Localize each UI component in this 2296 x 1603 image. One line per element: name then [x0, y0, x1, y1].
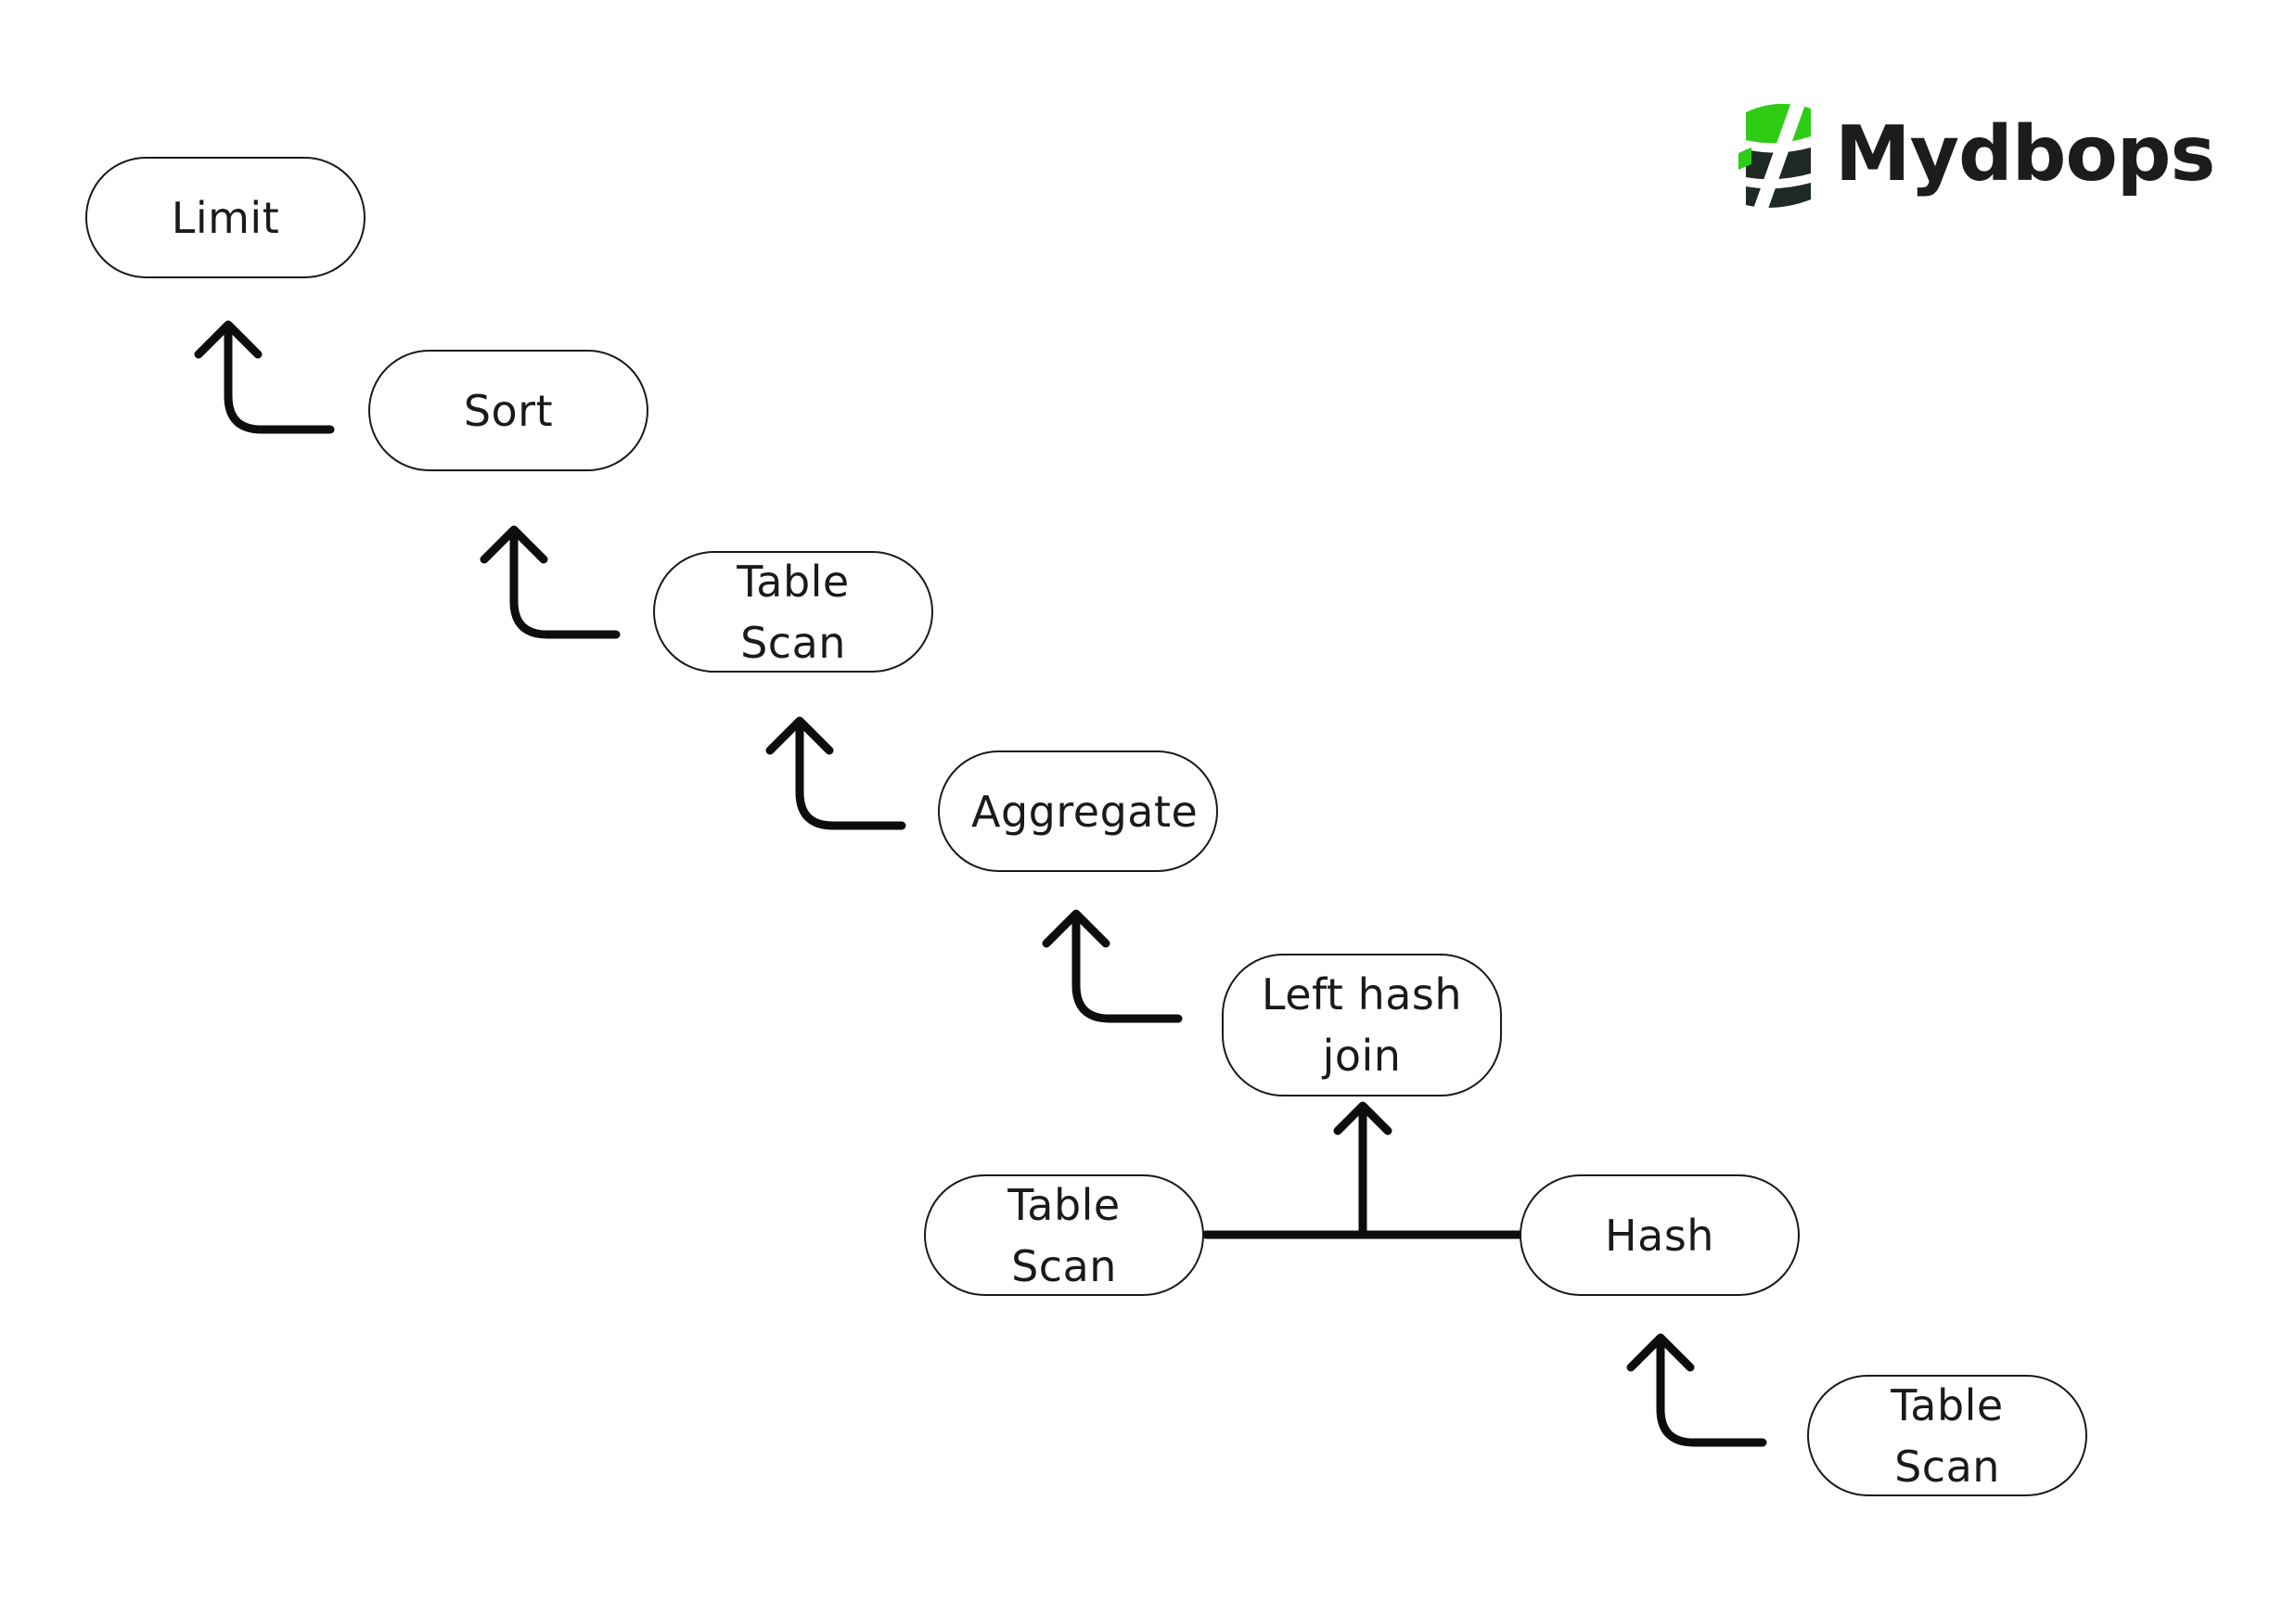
node-table-scan-3-label: Table Scan [1891, 1379, 2004, 1492]
node-hash: Hash [1520, 1174, 1800, 1296]
node-hash-label: Hash [1605, 1210, 1714, 1261]
node-limit: Limit [85, 157, 366, 278]
arrow-aggregate-to-tablescan [765, 716, 906, 830]
arrow-tablescan-to-hash [1626, 1333, 1767, 1447]
brand-name: Mydbops [1835, 109, 2215, 199]
node-table-scan-1-label: Table Scan [737, 556, 850, 668]
brand-logo: Mydbops [1738, 98, 2215, 210]
node-left-hash-join-label: Left hash join [1261, 969, 1463, 1081]
node-aggregate: Aggregate [938, 750, 1218, 872]
node-limit-label: Limit [171, 192, 280, 243]
node-left-hash-join: Left hash join [1222, 954, 1502, 1096]
arrow-lefthashjoin-to-aggregate [1042, 909, 1183, 1023]
database-icon [1738, 99, 1811, 209]
node-aggregate-label: Aggregate [971, 786, 1199, 837]
node-table-scan-2-label: Table Scan [1007, 1179, 1121, 1291]
arrow-tablescan-to-sort [480, 525, 621, 639]
node-table-scan-3: Table Scan [1807, 1375, 2087, 1496]
arrow-sort-to-limit [194, 320, 335, 434]
node-sort-label: Sort [463, 385, 554, 436]
node-table-scan-1: Table Scan [653, 551, 933, 673]
node-sort: Sort [368, 350, 648, 471]
arrow-join-inputs [1201, 1101, 1524, 1239]
node-table-scan-2: Table Scan [924, 1174, 1204, 1296]
